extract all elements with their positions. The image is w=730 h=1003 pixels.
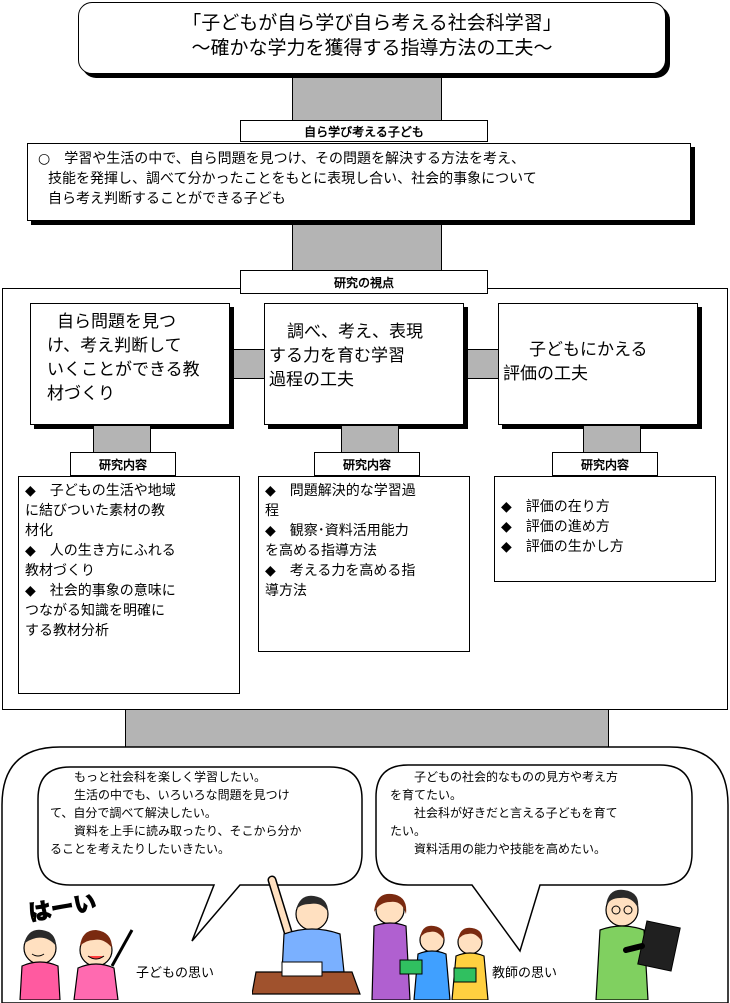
- viewpoint-2-line-3: 過程の工夫: [269, 370, 354, 390]
- connector-bar-top: [292, 72, 442, 124]
- research-content-label-2: 研究内容: [314, 452, 420, 476]
- content-1-line-7: つながる知識を明確に: [25, 603, 165, 619]
- teacher-bubble-line-1: 子どもの社会的なものの見方や考え方: [414, 770, 619, 784]
- children-speech-bubble: [37, 766, 363, 942]
- content-1-line-6: ◆ 社会的事象の意味に: [25, 583, 176, 599]
- teacher-speech-bubble: [375, 764, 693, 953]
- title-line-2: ～確かな学力を獲得する指導方法の工夫～: [191, 37, 553, 59]
- child-line-3: 自ら考え判断することができる子ども: [48, 191, 286, 207]
- content-2-line-1: ◆ 問題解決的な学習過: [265, 483, 416, 499]
- content-2-line-6: 導方法: [265, 583, 307, 599]
- connector-h-left: [228, 349, 268, 379]
- children-bubble-text: もっと社会科を楽しく学習したい。 生活の中でも、いろいろな問題を見つけ て、自分…: [50, 768, 362, 858]
- children-label: 子どもの思い: [136, 962, 215, 981]
- content-1-line-4: ◆ 人の生き方にふれる: [25, 543, 176, 559]
- children-illustration: [19, 929, 134, 1000]
- content-2-line-3: ◆ 観察･資料活用能力: [265, 523, 409, 539]
- page-title: 「子どもが自ら学び自ら考える社会科学習」 ～確かな学力を獲得する指導方法の工夫～: [78, 2, 666, 74]
- research-content-3: ◆ 評価の在り方 ◆ 評価の進め方 ◆ 評価の生かし方: [494, 476, 716, 582]
- content-1-line-2: に結びついた素材の教: [25, 503, 165, 519]
- child-section-label: 自ら学び考える子ども: [240, 120, 488, 142]
- research-content-1: ◆ 子どもの生活や地域 に結びついた素材の教 材化 ◆ 人の生き方にふれる 教材…: [18, 476, 240, 694]
- teacher-illustration: [595, 889, 681, 1000]
- content-3-line-2: ◆ 評価の進め方: [501, 519, 610, 535]
- children-bubble-line-2: 生活の中でも、いろいろな問題を見つけ: [74, 788, 290, 802]
- wishes-frame: [1, 746, 729, 1003]
- content-2-line-2: 程: [265, 503, 279, 519]
- teacher-label: 教師の思い: [492, 962, 558, 981]
- child-line-2: 技能を発揮し、調べて分かったことをもとに表現し合い、社会的事象について: [48, 171, 537, 187]
- content-1-line-3: 材化: [25, 523, 53, 539]
- connector-v-1: [93, 425, 151, 453]
- teacher-bubble-line-3: 社会科が好きだと言える子どもを育て: [414, 806, 618, 820]
- content-2-line-4: を高める指導方法: [265, 543, 377, 559]
- viewpoint-2-line-1: 調べ、考え、表現: [287, 322, 423, 342]
- content-1-line-8: する教材分析: [25, 623, 109, 639]
- viewpoint-3-line-2: 評価の工夫: [503, 364, 588, 384]
- connector-bar-middle: [292, 218, 442, 274]
- teacher-children-illustration: [371, 893, 489, 1000]
- connector-h-right: [462, 349, 502, 379]
- content-3-line-1: ◆ 評価の在り方: [501, 499, 610, 515]
- viewpoint-1-line-2: け、考え判断して: [47, 336, 182, 356]
- viewpoint-1: 自ら問題を見つ け、考え判断して いくことができる教 材づくり: [30, 303, 230, 425]
- content-3-line-3: ◆ 評価の生かし方: [501, 539, 624, 555]
- viewpoint-3: 子どもにかえる 評価の工夫: [498, 303, 698, 425]
- children-bubble-line-5: ることを考えたりしたいきたい。: [50, 842, 231, 856]
- viewpoint-2: 調べ、考え、表現 する力を育む学習 過程の工夫: [264, 303, 464, 425]
- content-2-line-5: ◆ 考える力を高める指: [265, 563, 416, 579]
- research-content-label-3: 研究内容: [552, 452, 658, 476]
- teacher-bubble-line-4: たい。: [390, 824, 427, 838]
- children-bubble-line-3: て、自分で調べて解決したい。: [50, 806, 217, 820]
- teacher-bubble-line-2: を育てたい。: [390, 788, 463, 802]
- research-viewpoint-label: 研究の視点: [240, 270, 488, 294]
- child-section-box: ○ 学習や生活の中で、自ら問題を見つけ、その問題を解決する方法を考え、 技能を発…: [27, 143, 691, 221]
- viewpoint-1-line-3: いくことができる教: [47, 360, 200, 380]
- child-line-1: ○ 学習や生活の中で、自ら問題を見つけ、その問題を解決する方法を考え、: [38, 151, 525, 167]
- content-1-line-1: ◆ 子どもの生活や地域: [25, 483, 176, 499]
- research-content-label-1: 研究内容: [70, 452, 176, 476]
- children-bubble-line-1: もっと社会科を楽しく学習したい。: [74, 770, 267, 784]
- viewpoint-3-line-1: 子どもにかえる: [529, 340, 648, 360]
- viewpoint-1-line-1: 自ら問題を見つ: [57, 312, 176, 332]
- viewpoint-2-line-2: する力を育む学習: [269, 346, 405, 366]
- teacher-bubble-text: 子どもの社会的なものの見方や考え方 を育てたい。 社会科が好きだと言える子どもを…: [390, 768, 690, 858]
- connector-v-2: [341, 425, 399, 453]
- connector-v-3: [583, 425, 641, 453]
- content-1-line-5: 教材づくり: [25, 563, 95, 579]
- research-content-2: ◆ 問題解決的な学習過 程 ◆ 観察･資料活用能力 を高める指導方法 ◆ 考える…: [258, 476, 470, 652]
- children-bubble-line-4: 資料を上手に読み取ったり、そこから分か: [74, 824, 302, 838]
- teacher-bubble-line-5: 資料活用の能力や技能を高めたい。: [414, 842, 607, 856]
- title-line-1: 「子どもが自ら学び自ら考える社会科学習」: [182, 12, 562, 34]
- student-raising-hand-illustration: [252, 875, 361, 995]
- viewpoint-1-line-4: 材づくり: [47, 384, 115, 404]
